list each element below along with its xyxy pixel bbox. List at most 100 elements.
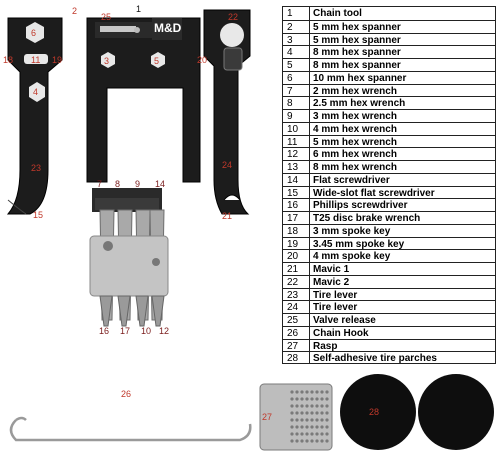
legend-part-name: Rasp bbox=[313, 340, 338, 352]
legend-part-name: Wide-slot flat screwdriver bbox=[313, 187, 435, 199]
rasp-tooth bbox=[315, 390, 319, 394]
legend-number: 28 bbox=[287, 353, 299, 365]
callout-25: 25 bbox=[101, 12, 112, 22]
callout-14: 14 bbox=[155, 179, 166, 189]
rasp-tooth bbox=[300, 397, 304, 401]
legend-part-name: Flat screwdriver bbox=[313, 174, 390, 186]
rasp-tooth bbox=[325, 425, 329, 429]
rasp-tooth bbox=[310, 425, 314, 429]
legend-number: 10 bbox=[287, 123, 299, 135]
callout-15: 15 bbox=[33, 210, 44, 220]
rasp-tooth bbox=[290, 425, 294, 429]
callout-5: 5 bbox=[154, 56, 160, 66]
legend-number: 12 bbox=[287, 149, 299, 161]
legend-row: 7 2 mm hex wrench bbox=[283, 83, 495, 98]
rasp-tooth bbox=[320, 397, 324, 401]
callout-27: 27 bbox=[262, 412, 273, 422]
legend-number: 20 bbox=[287, 251, 299, 263]
callout-7: 7 bbox=[97, 179, 103, 189]
rasp-tooth bbox=[320, 432, 324, 436]
legend-number: 15 bbox=[287, 187, 299, 199]
rasp-tooth bbox=[295, 418, 299, 422]
rasp-tooth bbox=[325, 390, 329, 394]
legend-row: 25 Valve release bbox=[283, 313, 495, 327]
chain-tool-frame bbox=[86, 17, 201, 183]
legend-number: 16 bbox=[287, 200, 299, 212]
legend-row: 26 Chain Hook bbox=[283, 325, 495, 340]
rasp-tooth bbox=[295, 404, 299, 408]
legend-number: 1 bbox=[287, 8, 293, 19]
legend-number: 7 bbox=[287, 85, 293, 97]
rasp-tooth bbox=[300, 411, 304, 415]
legend-part-name: 6 mm hex wrench bbox=[313, 149, 397, 161]
legend-number: 25 bbox=[287, 315, 299, 326]
legend-column-divider bbox=[309, 7, 310, 363]
rasp-tooth bbox=[310, 390, 314, 394]
rasp-tooth bbox=[320, 411, 324, 415]
legend-part-name: 8 mm hex spanner bbox=[313, 60, 401, 71]
rasp-tooth bbox=[310, 432, 314, 436]
rasp-tooth bbox=[300, 418, 304, 422]
callout-8: 8 bbox=[115, 179, 121, 189]
rasp-tooth bbox=[325, 418, 329, 422]
callout-12: 12 bbox=[159, 326, 170, 336]
callout-17: 17 bbox=[120, 326, 131, 336]
legend-number: 21 bbox=[287, 264, 299, 275]
legend-part-name: 3 mm hex wrench bbox=[313, 111, 397, 122]
rasp-tooth bbox=[295, 439, 299, 443]
legend-part-name: Tire lever bbox=[313, 289, 358, 301]
hex-wrench-bundle bbox=[89, 188, 169, 327]
rasp-tooth bbox=[315, 397, 319, 401]
rasp-tooth bbox=[325, 397, 329, 401]
rasp-tooth bbox=[315, 425, 319, 429]
legend-part-name: 8 mm hex spanner bbox=[313, 47, 401, 59]
legend-number: 5 bbox=[287, 60, 293, 71]
legend-number: 26 bbox=[287, 327, 299, 339]
legend-part-name: 5 mm hex spanner bbox=[313, 21, 401, 33]
legend-number: 13 bbox=[287, 162, 299, 173]
legend-number: 14 bbox=[287, 174, 299, 186]
rasp-tooth bbox=[290, 390, 294, 394]
rasp-tooth bbox=[310, 404, 314, 408]
callout-18: 18 bbox=[3, 55, 14, 65]
rasp-tooth bbox=[290, 439, 294, 443]
callout-11: 11 bbox=[31, 55, 41, 65]
rasp-tooth bbox=[305, 390, 309, 394]
legend-part-name: 2 mm hex wrench bbox=[313, 85, 397, 97]
legend-number: 8 bbox=[287, 98, 293, 110]
legend-part-name: 4 mm spoke key bbox=[313, 251, 391, 263]
rasp-tooth bbox=[320, 404, 324, 408]
rasp-tooth bbox=[315, 418, 319, 422]
legend-number: 11 bbox=[287, 136, 298, 148]
legend-number: 24 bbox=[287, 302, 299, 314]
tire-lever-right bbox=[203, 9, 251, 215]
legend-part-name: 5 mm hex wrench bbox=[313, 136, 397, 148]
rasp-tooth bbox=[320, 418, 324, 422]
rasp bbox=[259, 383, 333, 451]
rasp-tooth bbox=[290, 418, 294, 422]
rasp-tooth bbox=[295, 411, 299, 415]
callout-2: 2 bbox=[72, 6, 78, 16]
legend-row: 11 5 mm hex wrench bbox=[283, 134, 495, 149]
legend-row: 20 4 mm spoke key bbox=[283, 249, 495, 263]
callout-10: 10 bbox=[141, 326, 152, 336]
legend-part-name: Chain Hook bbox=[313, 327, 369, 339]
legend-number: 3 bbox=[287, 34, 293, 46]
rasp-tooth bbox=[315, 404, 319, 408]
legend-number: 19 bbox=[287, 238, 299, 250]
tire-lever-left bbox=[6, 17, 63, 215]
legend-part-name: Valve release bbox=[313, 315, 376, 326]
rasp-tooth bbox=[310, 411, 314, 415]
